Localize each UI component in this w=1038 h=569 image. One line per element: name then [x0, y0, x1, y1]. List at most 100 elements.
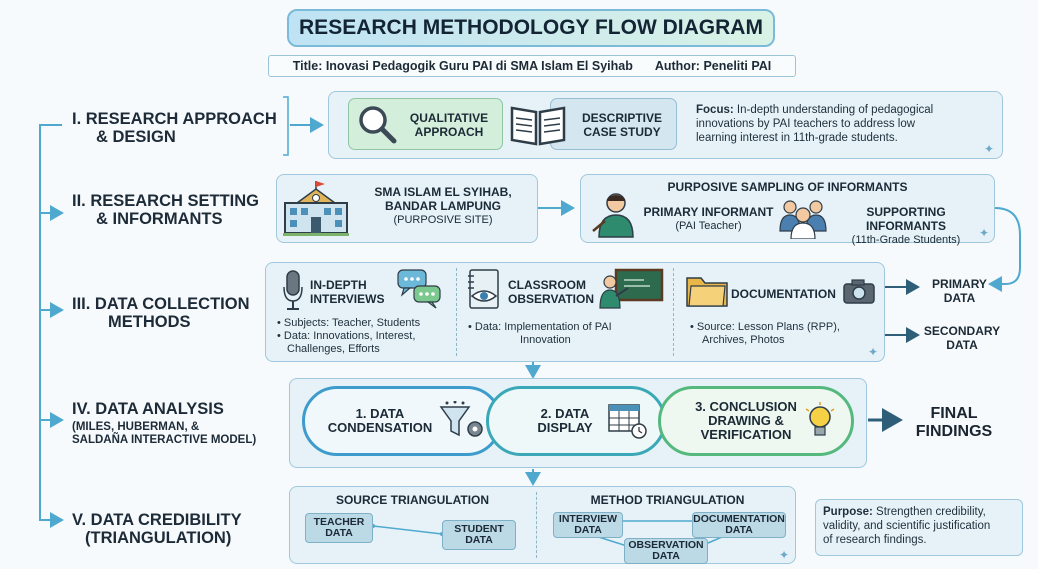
stage-3-line2: DRAWING &	[708, 413, 784, 428]
sparkle-icon: ✦	[979, 226, 990, 240]
interviews-bullet2: • Data: Innovations, Interest,	[277, 330, 416, 342]
section-3-line2: METHODS	[108, 313, 191, 331]
microphone-icon	[283, 270, 303, 310]
primary-informant-line1: PRIMARY INFORMANT	[643, 205, 774, 219]
documentation-details: • Source: Lesson Plans (RPP), Archives, …	[690, 321, 875, 347]
sparkle-icon: ✦	[984, 142, 995, 156]
purpose-label: Purpose:	[823, 506, 873, 518]
sampling-title: PURPOSIVE SAMPLING OF INFORMANTS	[667, 180, 908, 194]
divider	[456, 268, 457, 356]
stage-1-text: 1. DATA CONDENSATION	[325, 407, 435, 435]
interviews-line1: IN-DEPTH	[310, 278, 367, 292]
qualitative-text: QUALITATIVE APPROACH	[402, 111, 496, 139]
open-book-icon	[510, 106, 566, 146]
focus-text: Focus: In-depth understanding of pedagog…	[696, 103, 988, 145]
section-5-line2: (TRIANGULATION)	[85, 529, 232, 547]
section-3-line1: III. DATA COLLECTION	[72, 295, 250, 313]
source-triangulation-title: SOURCE TRIANGULATION	[335, 493, 490, 507]
table-calendar-icon	[608, 404, 647, 439]
stage-3-text: 3. CONCLUSION DRAWING & VERIFICATION	[691, 400, 801, 442]
teacher-data-line2: DATA	[325, 527, 353, 539]
purpose-line1: Strengthen credibility,	[876, 506, 986, 518]
chalkboard-teacher-icon	[599, 268, 664, 309]
interview-data-line1: INTERVIEW	[558, 513, 618, 525]
focus-line1: In-depth understanding of pedagogical	[736, 104, 934, 116]
section-1-line1: I. RESEARCH APPROACH	[72, 110, 277, 128]
stage-2-text: 2. DATA DISPLAY	[525, 407, 605, 435]
section-2-label: II. RESEARCH SETTING & INFORMANTS	[72, 192, 259, 228]
section-1-line2: & DESIGN	[96, 128, 176, 146]
diagram-title: RESEARCH METHODOLOGY FLOW DIAGRAM	[287, 9, 775, 47]
school-line2: BANDAR LAMPUNG	[385, 199, 501, 213]
primary-data-label: PRIMARY DATA	[922, 277, 997, 305]
observation-data-line2: DATA	[652, 550, 680, 562]
sparkle-icon: ✦	[868, 345, 879, 359]
qualitative-line2: APPROACH	[414, 125, 484, 139]
secondary-data-line2: DATA	[946, 338, 978, 352]
descriptive-card	[550, 98, 677, 150]
students-group-icon	[779, 200, 827, 239]
final-findings-line1: FINAL	[930, 405, 978, 422]
descriptive-text: DESCRIPTIVE CASE STUDY	[572, 111, 672, 139]
stage-1-line2: CONDENSATION	[327, 420, 433, 435]
school-line1: SMA ISLAM EL SYIHAB,	[374, 185, 512, 199]
observation-bullet1: • Data: Implementation of PAI	[468, 321, 612, 333]
purpose-line3: of research findings.	[823, 534, 927, 546]
subtitle-author: Author: Peneliti PAI	[654, 59, 772, 73]
qualitative-line1: QUALITATIVE	[409, 111, 489, 125]
purpose-text: Purpose: Strengthen credibility, validit…	[823, 505, 1019, 547]
observation-line1: CLASSROOM	[508, 278, 586, 292]
section-2-line2: & INFORMANTS	[96, 210, 223, 228]
section-5-label: V. DATA CREDIBILITY (TRIANGULATION)	[72, 511, 242, 547]
section-1-label: I. RESEARCH APPROACH & DESIGN	[72, 110, 277, 146]
section-4-line1: IV. DATA ANALYSIS	[72, 400, 224, 418]
focus-line3: learning interest in 11th-grade students…	[696, 132, 898, 144]
supporting-line2: (11th-Grade Students)	[851, 234, 961, 246]
observation-bullet2: Innovation	[520, 334, 571, 346]
section-4-sub2: SALDAÑA INTERACTIVE MODEL)	[72, 434, 257, 446]
divider	[536, 492, 537, 558]
primary-data-line1: PRIMARY	[932, 277, 987, 291]
purpose-line2: validity, and scientific justification	[823, 520, 991, 532]
descriptive-line2: CASE STUDY	[583, 125, 661, 139]
divider	[673, 268, 674, 356]
supporting-line1: SUPPORTING INFORMANTS	[866, 205, 946, 233]
folder-icon	[686, 277, 728, 307]
documentation-title: DOCUMENTATION	[731, 287, 836, 301]
section-3-label: III. DATA COLLECTION METHODS	[72, 295, 250, 331]
title-text: RESEARCH METHODOLOGY FLOW DIAGRAM	[299, 16, 763, 39]
section-5-line1: V. DATA CREDIBILITY	[72, 511, 242, 529]
documentation-data-line1: DOCUMENTATION	[693, 513, 785, 525]
sparkle-icon: ✦	[779, 548, 790, 562]
observation-data-line1: OBSERVATION	[628, 539, 704, 551]
student-data-line2: DATA	[465, 534, 493, 546]
teacher-icon	[592, 193, 634, 238]
stage-conclusion: 3. CONCLUSION DRAWING & VERIFICATION	[658, 386, 854, 456]
observation-line2: OBSERVATION	[508, 292, 595, 306]
stage-2-line1: 2. DATA	[540, 406, 590, 421]
section-4-sub1: (MILES, HUBERMAN, &	[72, 421, 200, 433]
stage-2-line2: DISPLAY	[537, 420, 593, 435]
observation-title: CLASSROOM OBSERVATION	[508, 278, 594, 306]
documentation-bullet2: Archives, Photos	[702, 334, 785, 346]
interviews-bullet3: Challenges, Efforts	[287, 343, 380, 355]
purpose-box	[815, 499, 1023, 556]
method-triangulation-title: METHOD TRIANGULATION	[590, 493, 745, 507]
documentation-bullet1: • Source: Lesson Plans (RPP),	[690, 321, 840, 333]
student-data-line1: STUDENT	[454, 523, 504, 535]
primary-informant-line2: (PAI Teacher)	[675, 220, 742, 232]
primary-informant-text: PRIMARY INFORMANT (PAI Teacher)	[641, 205, 776, 233]
section-4-label: IV. DATA ANALYSIS (MILES, HUBERMAN, & SA…	[72, 400, 256, 447]
descriptive-line1: DESCRIPTIVE	[581, 111, 662, 125]
final-findings-line2: FINDINGS	[915, 423, 993, 440]
stage-3-line3: VERIFICATION	[700, 427, 792, 442]
teacher-data-line1: TEACHER	[313, 516, 365, 528]
collection-panel	[265, 262, 885, 362]
interviews-bullet1: • Subjects: Teacher, Students	[277, 317, 421, 329]
stage-1-line1: 1. DATA	[355, 406, 405, 421]
supporting-informants-text: SUPPORTING INFORMANTS (11th-Grade Studen…	[826, 205, 986, 247]
stage-condensation: 1. DATA CONDENSATION	[302, 386, 502, 456]
